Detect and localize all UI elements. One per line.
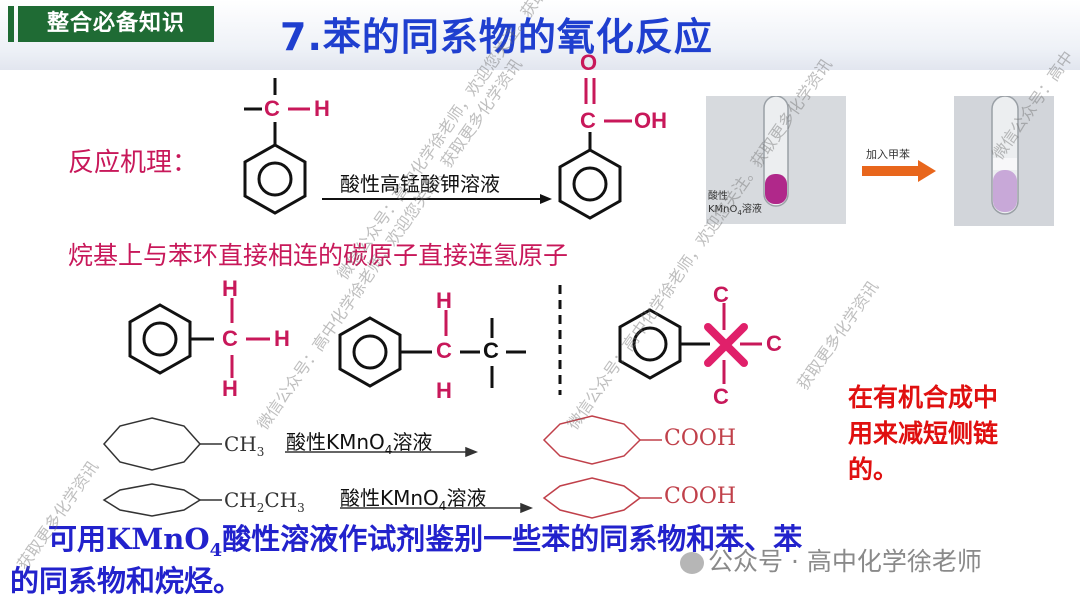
- benzene-ring-6: [102, 417, 202, 471]
- mechanism-label: 反应机理：: [68, 148, 199, 178]
- benzene-ring-9: [542, 477, 642, 519]
- wechat-icon: [680, 552, 704, 574]
- atom-c-quat-bottom: C: [713, 384, 729, 409]
- atom-c-toluene: C: [264, 96, 280, 121]
- benzene-ring-5: [618, 308, 682, 380]
- atom-h-methyl-top: H: [222, 276, 238, 301]
- section-tab: 整合必备知识: [8, 6, 214, 42]
- test-tube-after: [991, 96, 1019, 215]
- atom-oh-carboxyl: OH: [634, 108, 667, 133]
- benzene-ring-4: [338, 316, 402, 388]
- benzene-circle-2: [572, 166, 608, 202]
- ethyl-group: CH2CH3: [224, 488, 305, 515]
- atom-h-methyl-bottom: H: [222, 376, 238, 401]
- benzene-circle-5: [632, 326, 668, 362]
- mechanism-rule: 烷基上与苯环直接相连的碳原子直接连氢原子: [68, 241, 569, 270]
- test-tube-before: [763, 96, 789, 207]
- benzene-ring-7: [102, 483, 202, 517]
- photo-arrow-label: 加入甲苯: [866, 148, 910, 161]
- slide-title: 7.苯的同系物的氧化反应: [280, 15, 713, 59]
- atom-c-ethyl: C: [436, 338, 452, 363]
- tube-label: 酸性 KMnO4溶液: [708, 191, 762, 217]
- cooh-lower: COOH: [664, 484, 737, 509]
- benzene-ring-2: [558, 148, 622, 220]
- benzene-circle-4: [352, 334, 388, 370]
- benzene-circle-1: [257, 161, 293, 197]
- atom-c-methyl: C: [222, 326, 238, 351]
- atom-c-carboxyl: C: [580, 108, 596, 133]
- bottom-text-line2: 的同系物和烷烃。: [10, 564, 243, 598]
- benzene-ring-1: [243, 143, 307, 215]
- atom-c-ethyl-2: C: [483, 338, 499, 363]
- atom-c-quat-top: C: [713, 282, 729, 307]
- reagent-label-2: 酸性KMnO4溶液: [340, 486, 487, 513]
- ch3-group: CH3: [224, 432, 265, 459]
- atom-o-carboxyl: O: [580, 50, 598, 75]
- credit-watermark: 公众号 · 高中化学徐老师: [680, 542, 982, 578]
- benzene-circle-3: [142, 321, 178, 357]
- benzene-ring-8: [542, 415, 642, 465]
- cooh-upper: COOH: [664, 426, 737, 451]
- bottom-text-line1: 可用KMnO4酸性溶液作试剂鉴别一些苯的同系物和苯、苯: [48, 522, 803, 561]
- reagent-label-1: 酸性KMnO4溶液: [286, 430, 433, 457]
- reagent-label-mechanism: 酸性高锰酸钾溶液: [340, 172, 500, 196]
- photo-arrow: [862, 160, 936, 182]
- atom-h-methyl-right: H: [274, 326, 290, 351]
- atom-h-ethyl-bottom: H: [436, 378, 452, 403]
- side-note: 在有机合成中 用来减短侧链 的。: [848, 383, 999, 484]
- cross-mark: [704, 323, 748, 367]
- atom-c-quat-right: C: [766, 331, 782, 356]
- atom-h-toluene: H: [314, 96, 330, 121]
- atom-h-ethyl-top: H: [436, 288, 452, 313]
- benzene-ring-3: [128, 303, 192, 375]
